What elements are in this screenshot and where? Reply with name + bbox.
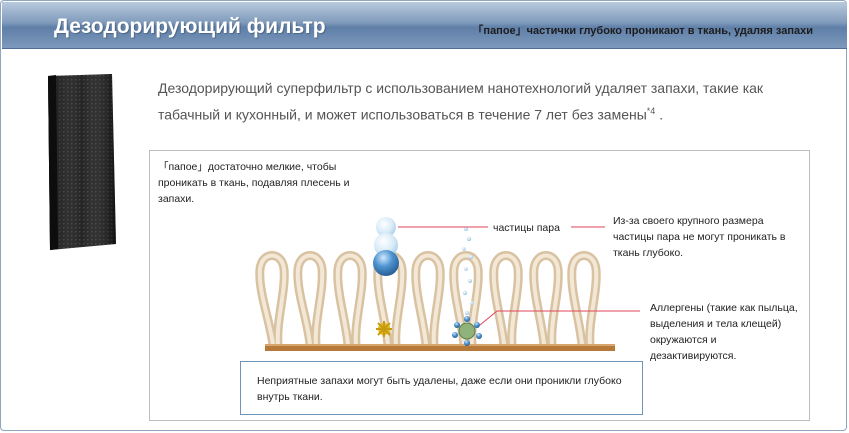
pollen-particle <box>376 321 392 337</box>
vapor-particles <box>373 217 399 276</box>
allergen-cluster <box>452 316 482 346</box>
vapor-label: частицы пара <box>493 222 560 234</box>
filter-product-image <box>48 74 116 250</box>
allergen-description: Аллергены (такие как пыльца, выделения и… <box>650 302 798 362</box>
fabric-base <box>265 344 615 351</box>
nanoe-description: 「папое」достаточно мелкие, чтобы проникат… <box>158 161 350 205</box>
fabric-fibers <box>255 251 601 350</box>
intro-end: . <box>659 106 664 123</box>
vapor-description: Из-за своего крупного размера частицы па… <box>613 215 786 259</box>
nanoe-particles <box>462 227 474 315</box>
odor-note-box: Неприятные запахи могут быть удалены, да… <box>240 361 643 415</box>
intro-footnote: *4 <box>646 106 656 116</box>
callout-lines <box>398 226 640 326</box>
panel-title: Дезодорирующий фильтр <box>54 15 326 38</box>
fabric-illustration <box>255 217 640 351</box>
panel-subtitle: 「папое」частички глубоко проникают в ткан… <box>472 25 813 37</box>
panel-header: Дезодорирующий фильтр 「папое」частички гл… <box>2 2 847 49</box>
intro-text: Дезодорирующий суперфильтр с использован… <box>158 80 764 123</box>
fabric-diagram: 「папое」достаточно мелкие, чтобы проникат… <box>149 150 810 421</box>
intro-paragraph: Дезодорирующий суперфильтр с использован… <box>158 77 818 127</box>
